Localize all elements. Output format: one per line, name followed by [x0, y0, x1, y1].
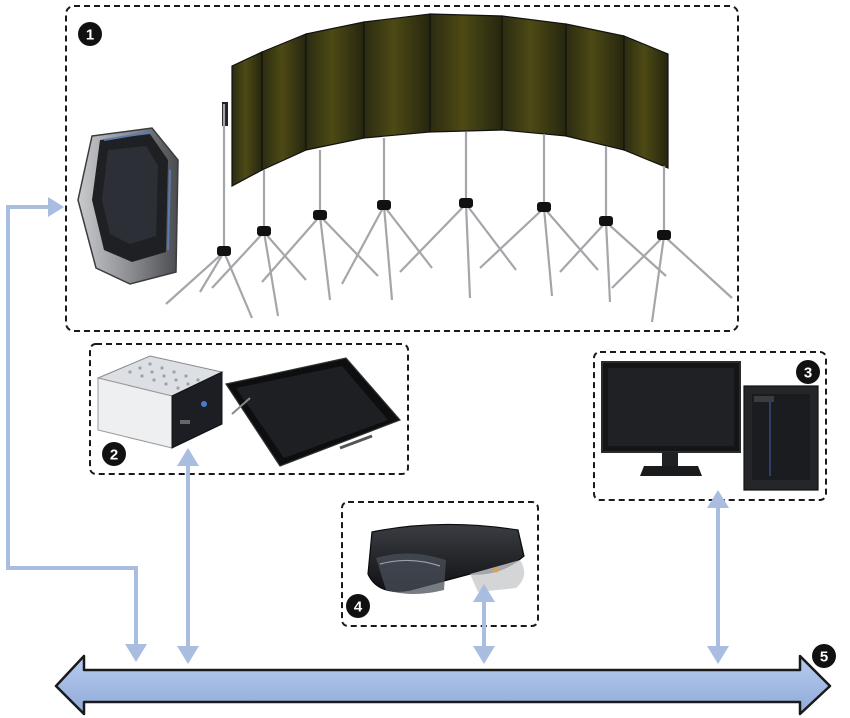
badge-4: 4 [346, 594, 370, 618]
badge-5: 5 [812, 644, 836, 668]
pen-display-tablet-icon [225, 357, 402, 467]
desktop-monitor-icon [601, 361, 741, 476]
badge-1: 1 [78, 22, 102, 46]
group-1-display-wall [65, 5, 739, 332]
group-2-border [89, 343, 409, 475]
arrowhead-group-3-up [707, 490, 729, 508]
arrowhead-bus-from-group-1 [125, 644, 147, 662]
group-4-headset [341, 501, 539, 627]
group-3-desktop [593, 351, 827, 501]
gaming-tower-pc-icon [77, 127, 179, 285]
arrowhead-group-4-up [473, 584, 495, 602]
group-2-workstation [89, 343, 409, 475]
arrowhead-group-2-up [177, 448, 199, 466]
mini-pc-icon [96, 355, 224, 449]
group-1-border [65, 5, 739, 332]
svg-text:2: 2 [110, 447, 118, 464]
arrowhead-group-4-down [473, 646, 495, 664]
mixed-reality-headset-icon [367, 523, 525, 594]
svg-text:3: 3 [804, 365, 812, 382]
badge-2: 2 [102, 442, 126, 466]
arrowhead-group-3-down [707, 646, 729, 664]
curved-display-wall-icon [222, 13, 669, 187]
network-bus-arrow-icon [54, 654, 832, 716]
tripod-clamps [217, 198, 671, 256]
tower-pc-icon [743, 385, 819, 491]
tripod-stand-icon [165, 104, 733, 323]
group-4-border [341, 501, 539, 627]
svg-text:4: 4 [354, 599, 363, 616]
svg-text:1: 1 [86, 27, 94, 44]
connector-arrowheads [48, 197, 729, 664]
arrowhead-group-1 [48, 197, 64, 217]
badge-3: 3 [796, 360, 820, 384]
svg-text:5: 5 [820, 649, 828, 666]
group-3-border [593, 351, 827, 501]
arrowhead-group-2-down [177, 646, 199, 664]
connector-bus-to-group-1 [6, 205, 138, 648]
connectors [6, 205, 720, 650]
